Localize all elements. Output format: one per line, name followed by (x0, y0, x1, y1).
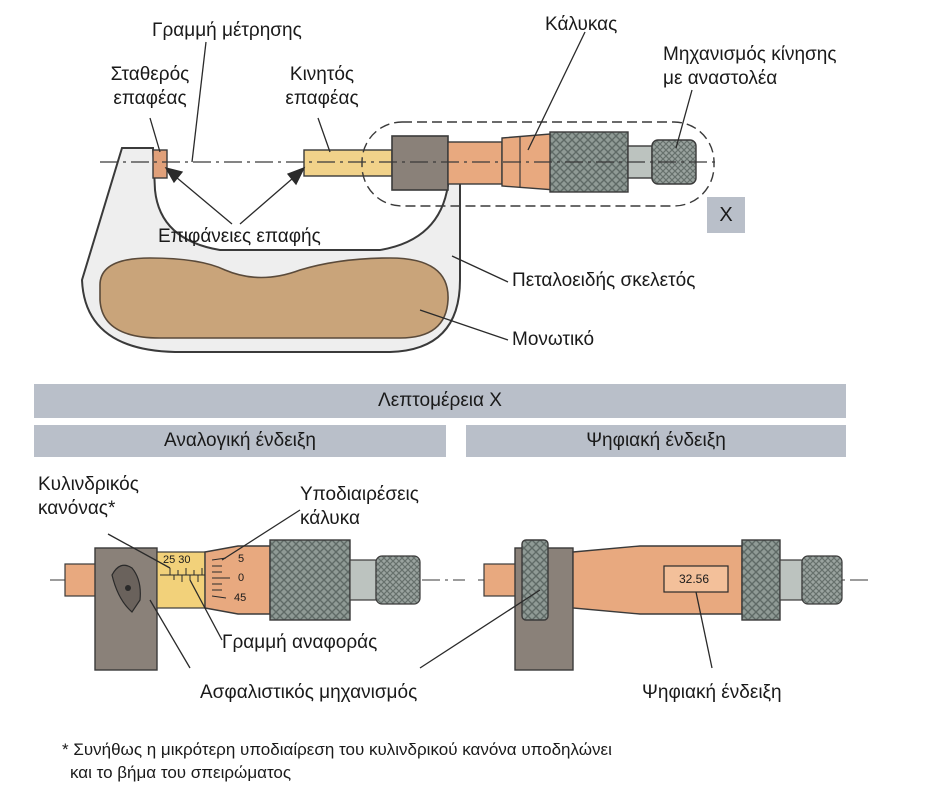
label-fixed-anvil-1: Σταθερός (110, 64, 190, 85)
digital-knurl (741, 539, 781, 621)
digital-display (663, 565, 729, 593)
label-moving-spindle-1: Κινητός (289, 64, 355, 85)
detail-leaders (107, 509, 713, 669)
insulation-pad (99, 257, 449, 339)
analog-detail (50, 539, 465, 671)
sleeve-numbers: 25 30 (163, 554, 191, 566)
main-leaders (149, 31, 693, 341)
sleeve-scale (156, 551, 206, 609)
label-thimble-divisions-2: κάλυκα (300, 508, 360, 529)
label-moving-spindle-2: επαφέας (285, 88, 359, 109)
label-fixed-anvil-2: επαφέας (113, 88, 187, 109)
label-thimble: Κάλυκας (545, 14, 618, 35)
thimble-number-mid: 0 (238, 572, 245, 584)
band-digital: Ψηφιακή ένδειξη (466, 425, 846, 457)
label-locking-mechanism: Ασφαλιστικός μηχανισμός (200, 682, 418, 703)
label-frame: Πεταλοειδής σκελετός (512, 270, 696, 291)
footnote-line-1: * Συνήθως η μικρότερη υποδιαίρεση του κυ… (62, 740, 612, 759)
band-detail-x: Λεπτομέρεια Χ (34, 384, 846, 418)
label-ratchet-1: Μηχανισμός κίνησης (663, 44, 837, 65)
main-micrometer (80, 121, 720, 353)
digital-readout: 32.56 (679, 572, 710, 586)
analog-knurl (269, 539, 351, 621)
label-sleeve-scale-2: κανόνας* (38, 498, 116, 519)
analog-spindle (64, 563, 98, 597)
footnote: * Συνήθως η μικρότερη υποδιαίρεση του κυ… (62, 738, 612, 784)
fixed-anvil (152, 149, 168, 179)
detail-x-marker: X (707, 197, 745, 233)
digital-detail (478, 539, 870, 671)
lock-nut (391, 135, 449, 191)
moving-spindle (303, 149, 393, 177)
digital-spindle (483, 563, 519, 597)
band-analog: Αναλογική ένδειξη (34, 425, 446, 457)
thimble-number-top: 5 (238, 553, 245, 565)
label-digital-indication: Ψηφιακή ένδειξη (642, 682, 782, 703)
label-contact-surfaces: Επιφάνειες επαφής (158, 226, 321, 247)
label-reference-line: Γραμμή αναφοράς (222, 632, 378, 653)
footnote-line-2: και το βήμα του σπειρώματος (70, 763, 292, 782)
thimble-number-bottom: 45 (234, 592, 247, 604)
sleeve (447, 141, 503, 185)
label-insulation: Μονωτικό (512, 329, 595, 350)
label-thimble-divisions-1: Υποδιαιρέσεις (300, 484, 419, 505)
digital-lock-ring (521, 539, 549, 621)
label-sleeve-scale-1: Κυλινδρικός (38, 474, 139, 495)
label-ratchet-2: με αναστολέα (663, 68, 778, 89)
label-measuring-line: Γραμμή μέτρησης (152, 20, 302, 41)
detail-outline (361, 121, 715, 207)
